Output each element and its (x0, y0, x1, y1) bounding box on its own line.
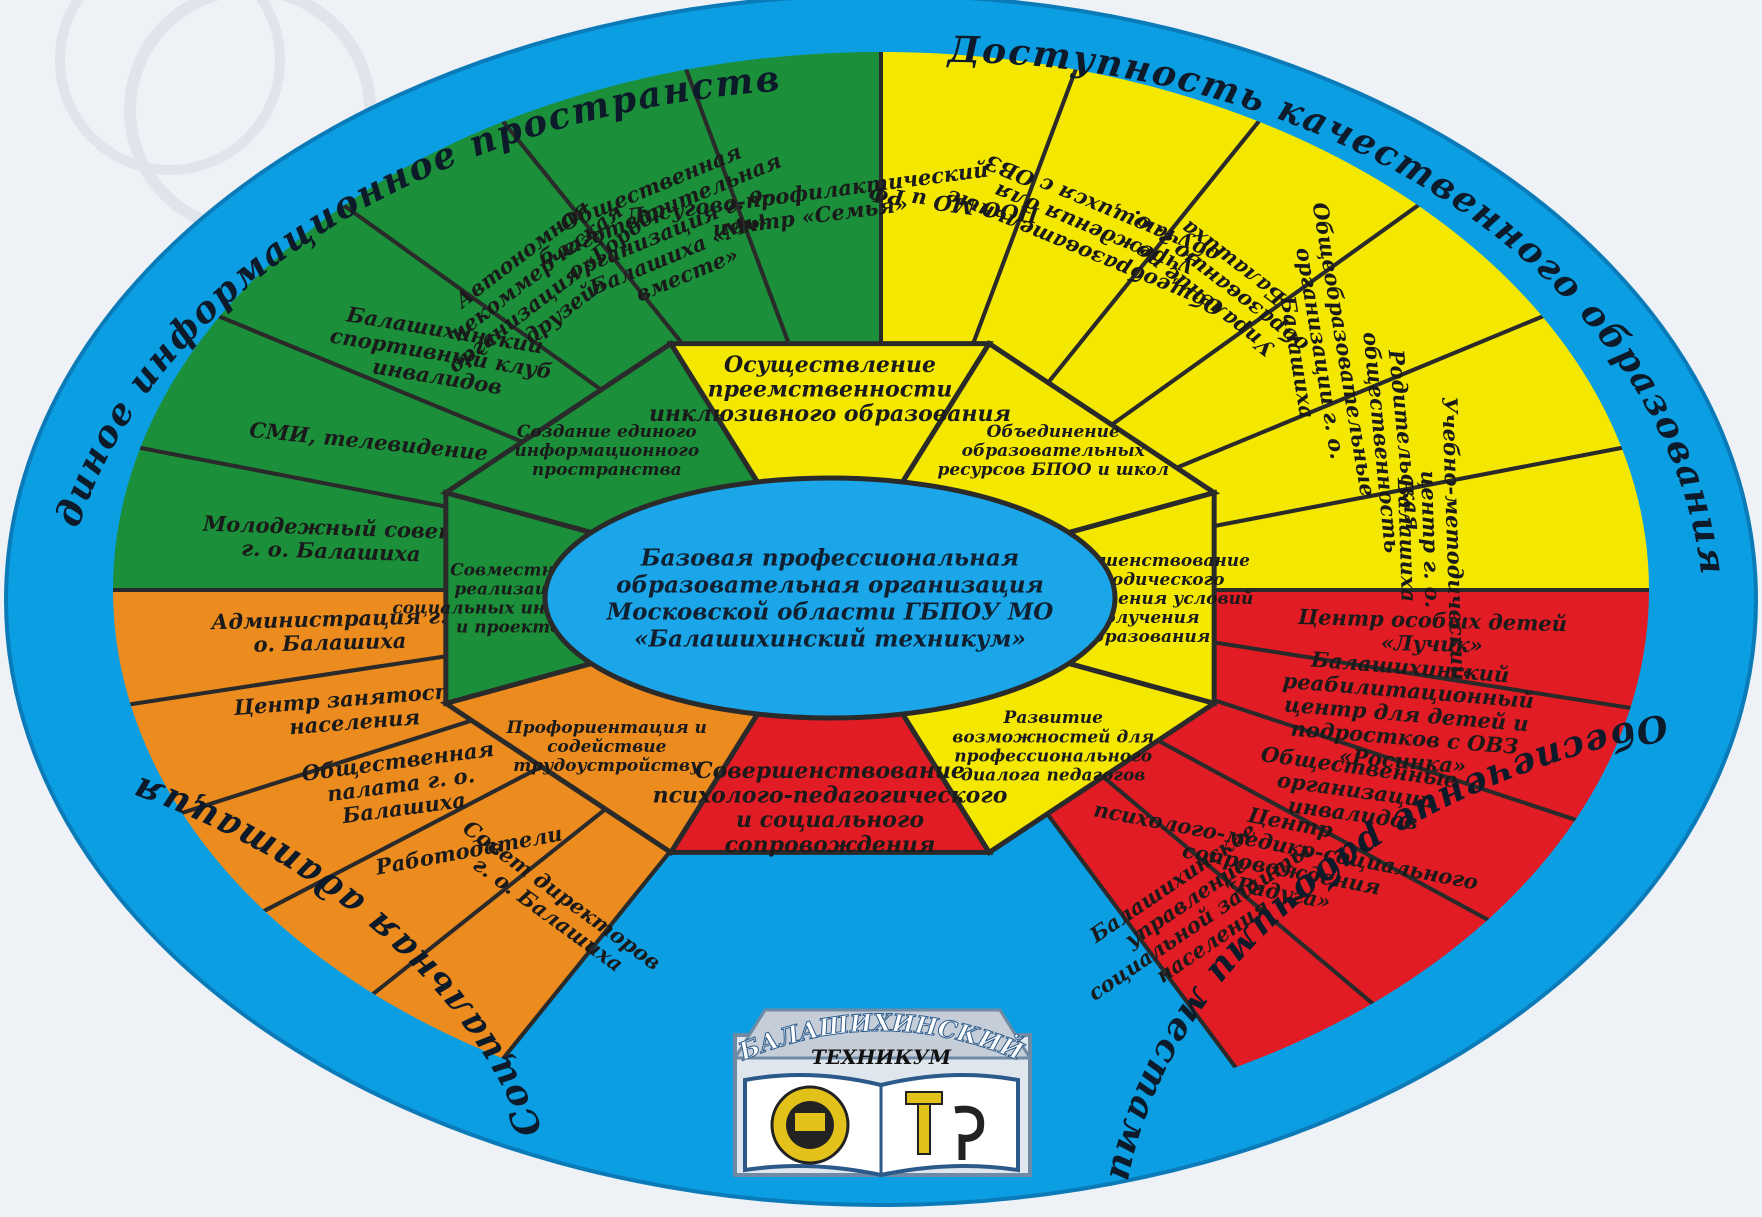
center-ellipse (542, 475, 1118, 721)
caliper-icon (905, 1091, 985, 1160)
logo-sub-text: ТЕХНИКУМ (811, 1045, 952, 1069)
technikum-logo: БАЛАШИХИНСКИЙ ТЕХНИКУМ (732, 1007, 1033, 1178)
gear-icon (770, 1085, 850, 1165)
orange-sector-label: Общественнаяпалата г. о.Балашиха (300, 736, 501, 833)
orange-sector-label: Администрация г.о. Балашиха (209, 603, 448, 658)
